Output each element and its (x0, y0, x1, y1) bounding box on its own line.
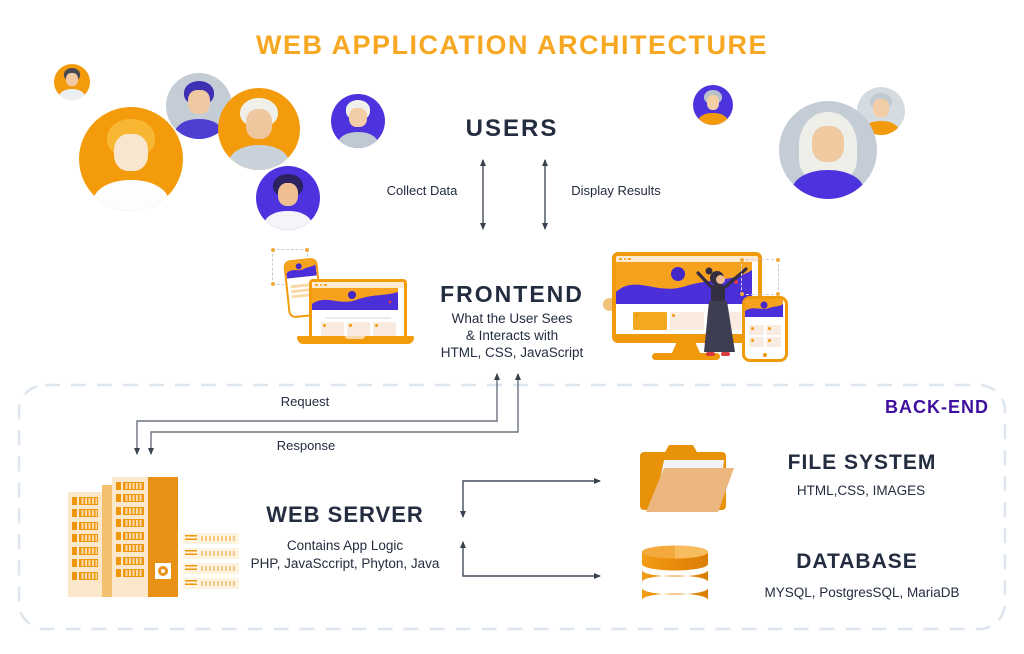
user-avatar-icon (54, 64, 90, 100)
server-filesystem-arrow (460, 478, 601, 518)
selection-frame-icon (740, 258, 780, 296)
user-avatar-icon (79, 107, 183, 211)
file-system-heading: FILE SYSTEM (787, 451, 937, 474)
frontend-description: What the User Sees & Interacts with HTML… (440, 311, 584, 360)
person-illustration (696, 267, 748, 356)
user-avatar-icon (218, 88, 300, 170)
user-avatar-icon (166, 73, 232, 139)
monitor-stand (672, 339, 700, 353)
tablet-banner-art (745, 299, 783, 317)
rack-servers-icon (183, 533, 239, 593)
phone-icon (283, 257, 323, 319)
user-avatar-icon (256, 166, 320, 230)
laptop-icon (309, 279, 407, 340)
frontend-heading: FRONTEND (440, 281, 584, 307)
request-label: Request (280, 394, 330, 409)
folder-icon (640, 445, 734, 512)
laptop-base (297, 336, 414, 344)
database-technologies: MYSQL, PostgresSQL, MariaDB (764, 585, 960, 600)
phone-banner-art (285, 259, 317, 279)
backend-heading: BACK-END (885, 397, 989, 417)
collect-data-label: Collect Data (386, 183, 458, 198)
display-results-label: Display Results (571, 183, 661, 198)
user-avatar-icon (693, 85, 733, 125)
laptop-banner-art (312, 288, 398, 310)
database-heading: DATABASE (796, 550, 918, 573)
page-title: WEB APPLICATION ARCHITECTURE (256, 30, 768, 60)
file-system-technologies: HTML,CSS, IMAGES (796, 483, 926, 498)
server-building-icon (60, 468, 240, 600)
database-icon (642, 545, 708, 600)
monitor-base (652, 353, 720, 360)
user-avatar-icon (331, 94, 385, 148)
user-avatar-icon (779, 101, 877, 199)
server-database-arrow (460, 541, 601, 579)
users-heading: USERS (465, 115, 559, 142)
web-server-heading: WEB SERVER (266, 502, 424, 527)
web-server-description: Contains App Logic PHP, JavaSccript, Phy… (250, 538, 440, 571)
response-label: Response (276, 438, 336, 453)
tablet-icon (742, 296, 788, 362)
